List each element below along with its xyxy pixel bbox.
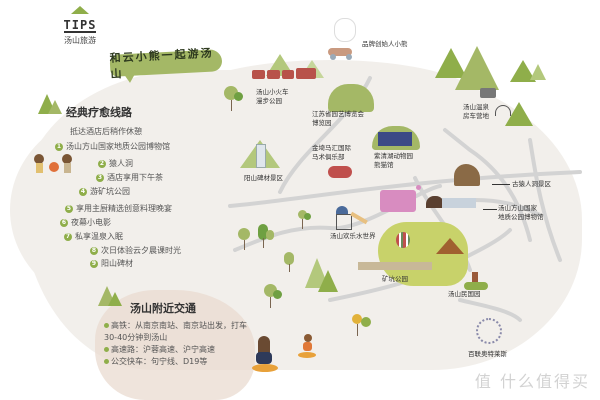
camp-tent-icon [436, 238, 464, 254]
tips-subtitle: 汤山旅游 [64, 36, 96, 45]
woman-reading-icon [292, 334, 320, 360]
geo-museum-icon [426, 196, 478, 210]
label-ape-cave: 古猿人洞景区 [512, 180, 551, 188]
mountain-icon [455, 46, 499, 90]
transport-list: 高铁：从南京南站、南京站出发，打车30-40分钟到汤山 高速路：沪蓉高速、沪宁高… [104, 320, 254, 368]
tips-logo: TIPS 汤山旅游 [56, 6, 104, 46]
transport-item-rail: 高铁：从南京南站、南京站出发，打车30-40分钟到汤山 [104, 321, 247, 342]
label-equestrian: 金埼马汇国际 马术俱乐部 [312, 144, 351, 161]
tree-icon [258, 224, 278, 248]
arrow-geo-museum [483, 209, 497, 210]
watermark: 值 什么值得买 [474, 372, 590, 391]
bear-caption: 品牌创始人小熊 [362, 40, 408, 48]
wooden-deck [358, 262, 432, 270]
label-yangshan: 阳山碑材景区 [244, 174, 283, 182]
horse-rider-icon [328, 166, 352, 178]
water-slide-icon [336, 206, 370, 230]
bear-mascot-icon [328, 18, 356, 60]
label-garden-museum: 江苏省园艺博览会 博览园 [312, 110, 364, 127]
ferris-wheel-icon [476, 318, 502, 344]
mountain-icon [530, 64, 546, 80]
mountain-icon [510, 60, 536, 82]
transport-panel-bg [95, 290, 255, 400]
train-icon [252, 68, 316, 82]
route-intro: 抵达酒店后稍作休憩 [70, 127, 142, 136]
garden-museum-icon [328, 84, 374, 112]
stele-monument-icon [240, 140, 280, 172]
mountain-icon [48, 100, 62, 114]
label-amusement: 百联奥特莱斯 [468, 350, 507, 358]
tree-icon [238, 228, 252, 250]
transport-item-highway: 高速路：沪蓉高速、沪宁高速 [104, 344, 254, 356]
label-happy-world: 汤山欢乐水世界 [330, 232, 376, 240]
ape-cave-icon [454, 164, 480, 186]
tree-icon [224, 86, 244, 112]
label-folk-park: 汤山民国园 [448, 290, 481, 298]
caveman-figures-icon [34, 154, 80, 176]
banner-title: 和云小熊一起游汤山 [109, 47, 223, 81]
tips-title: TIPS [63, 18, 97, 33]
pink-sign [380, 185, 421, 212]
label-zoo: 紫清湖动物园 熊猫馆 [374, 152, 413, 169]
mountain-icon [108, 292, 122, 306]
label-mine-park: 矿坑公园 [382, 275, 408, 283]
rv-camper-icon [480, 88, 496, 98]
label-rv-camp: 汤山温泉 房车营地 [463, 103, 489, 120]
tree-icon [284, 252, 296, 272]
mine-park-area [378, 222, 468, 286]
transport-item-bus: 公交快车：句宁线、D19等 [104, 356, 254, 368]
route-heading: 经典疗愈线路 [66, 106, 132, 119]
folk-park-icon [462, 272, 490, 290]
mountain-icon [318, 270, 338, 292]
woman-on-cushion-icon [252, 336, 278, 376]
tree-icon [352, 314, 374, 338]
map-background-left [10, 110, 230, 310]
hot-air-balloon-icon [396, 232, 410, 248]
label-train-park: 汤山小火车 漫步公园 [256, 88, 289, 105]
transport-heading: 汤山附近交通 [130, 302, 196, 315]
tree-icon [298, 210, 314, 230]
label-geo-museum: 汤山方山国家 地质公园博物馆 [498, 204, 544, 221]
tent-icon [495, 105, 511, 116]
zoo-building-icon [372, 126, 420, 150]
tree-icon [264, 284, 286, 310]
arrow-ape-cave [492, 184, 510, 185]
mountain-logo-icon [71, 6, 89, 14]
